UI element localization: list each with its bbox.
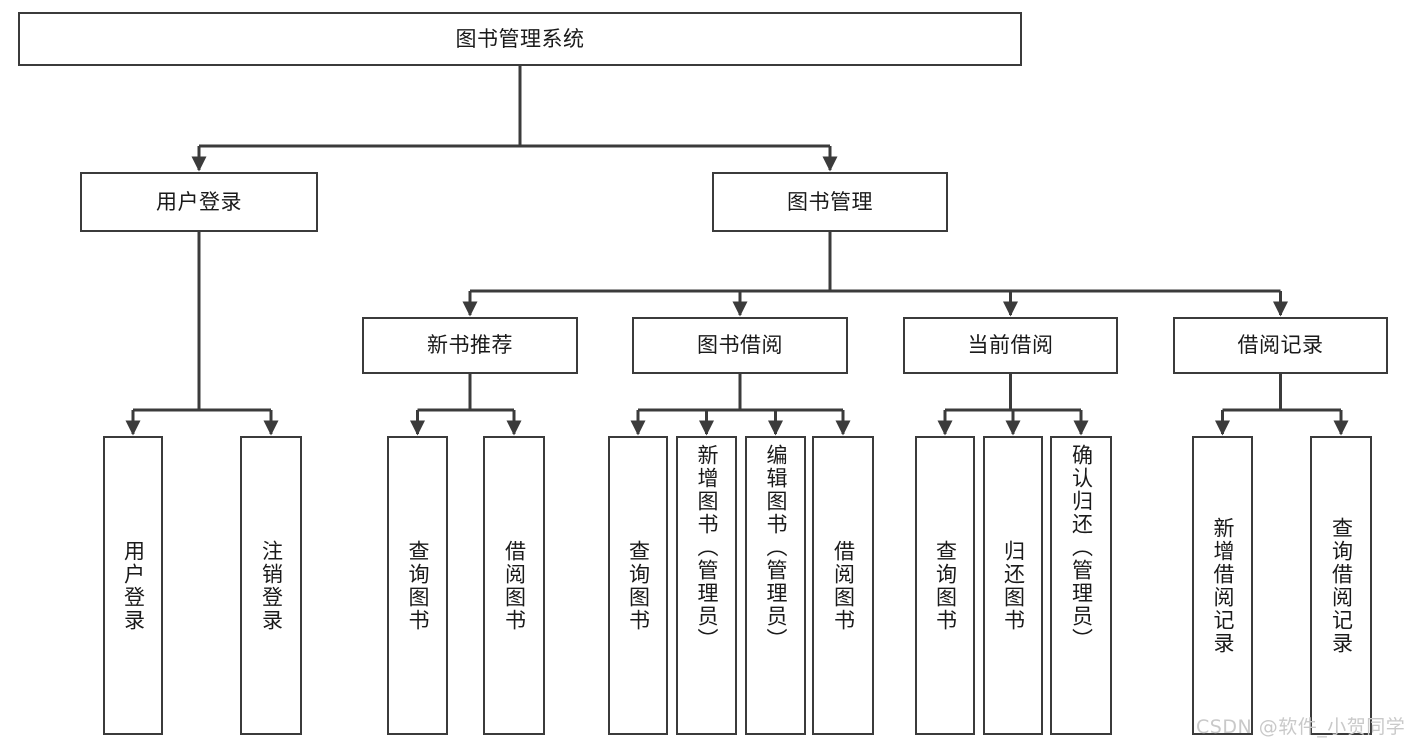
- node-label: 借阅图书: [831, 539, 856, 632]
- node-leaf-logout[interactable]: 注销登录: [240, 436, 302, 735]
- node-label: 图书管理系统: [455, 26, 585, 51]
- node-label: 注销登录: [259, 539, 284, 632]
- node-label: 新书推荐: [427, 333, 513, 358]
- node-leaf-query-book-1[interactable]: 查询图书: [387, 436, 448, 735]
- node-label: 图书管理: [787, 189, 873, 214]
- node-leaf-edit-book[interactable]: 编辑图书（管理员）: [745, 436, 806, 735]
- node-label: 新增图书（管理员）: [695, 444, 719, 651]
- node-label: 查询借阅记录: [1329, 516, 1354, 655]
- node-label: 当前借阅: [967, 333, 1054, 358]
- node-leaf-user-login[interactable]: 用户登录: [103, 436, 163, 735]
- node-label: 借阅图书: [502, 539, 527, 632]
- node-leaf-borrow-book-1[interactable]: 借阅图书: [483, 436, 545, 735]
- node-book-borrow[interactable]: 图书借阅: [632, 317, 848, 374]
- node-new-book-rec[interactable]: 新书推荐: [362, 317, 578, 374]
- node-borrow-record[interactable]: 借阅记录: [1173, 317, 1388, 374]
- node-book-manage[interactable]: 图书管理: [712, 172, 948, 232]
- node-label: 用户登录: [156, 189, 242, 214]
- node-label: 查询图书: [406, 539, 430, 632]
- node-user-login[interactable]: 用户登录: [80, 172, 318, 232]
- node-current-borrow[interactable]: 当前借阅: [903, 317, 1118, 374]
- node-leaf-add-record[interactable]: 新增借阅记录: [1192, 436, 1253, 735]
- node-label: 查询图书: [933, 539, 958, 632]
- node-label: 编辑图书（管理员）: [764, 444, 788, 651]
- node-label: 确认归还（管理员）: [1069, 444, 1094, 651]
- node-label: 查询图书: [626, 539, 651, 632]
- node-leaf-query-book-3[interactable]: 查询图书: [915, 436, 975, 735]
- node-label: 图书借阅: [697, 333, 783, 358]
- node-label: 归还图书: [1001, 539, 1026, 632]
- node-leaf-return-book[interactable]: 归还图书: [983, 436, 1043, 735]
- node-label: 借阅记录: [1237, 333, 1324, 358]
- watermark-text: CSDN @软件_小贺同学: [1196, 716, 1405, 738]
- node-label: 用户登录: [121, 539, 146, 632]
- node-root[interactable]: 图书管理系统: [18, 12, 1022, 66]
- node-leaf-add-book[interactable]: 新增图书（管理员）: [676, 436, 737, 735]
- node-leaf-confirm-return[interactable]: 确认归还（管理员）: [1050, 436, 1112, 735]
- node-label: 新增借阅记录: [1211, 516, 1235, 655]
- node-leaf-query-book-2[interactable]: 查询图书: [608, 436, 668, 735]
- node-leaf-query-record[interactable]: 查询借阅记录: [1310, 436, 1372, 735]
- node-leaf-borrow-book-2[interactable]: 借阅图书: [812, 436, 874, 735]
